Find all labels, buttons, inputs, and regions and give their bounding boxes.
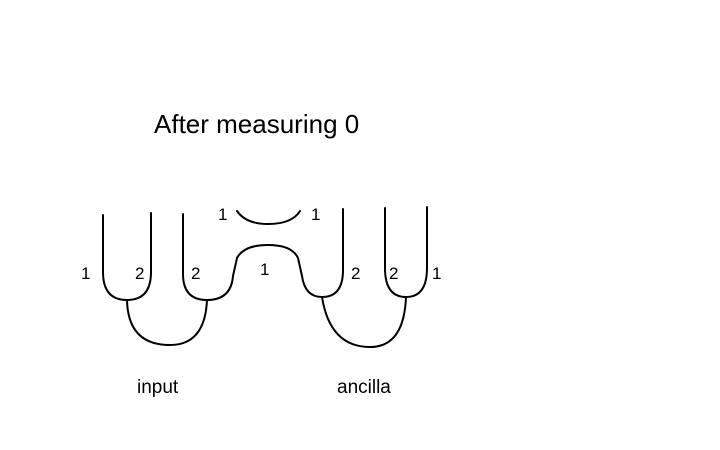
input-inner-label-a: 2 [135,264,144,283]
middle-arch [236,208,344,298]
input-inner-label-b: 2 [191,264,200,283]
ancilla-lower-cup [321,296,407,348]
top-right-label: 1 [311,205,320,224]
top-left-label: 1 [218,205,227,224]
input-right-cup [182,213,238,301]
input-left-cup [102,212,152,301]
ancilla-outer-label: 1 [432,264,441,283]
middle-label: 1 [260,260,269,279]
ancilla-right-cup [384,206,428,298]
top-cup [236,210,301,225]
input-caption: input [137,377,179,398]
diagram-title: After measuring 0 [154,109,359,139]
input-lower-cup [126,299,208,346]
ancilla-inner-label-a: 2 [351,264,360,283]
input-outer-label: 1 [81,264,90,283]
ancilla-inner-label-b: 2 [389,264,398,283]
ancilla-caption: ancilla [337,377,391,398]
